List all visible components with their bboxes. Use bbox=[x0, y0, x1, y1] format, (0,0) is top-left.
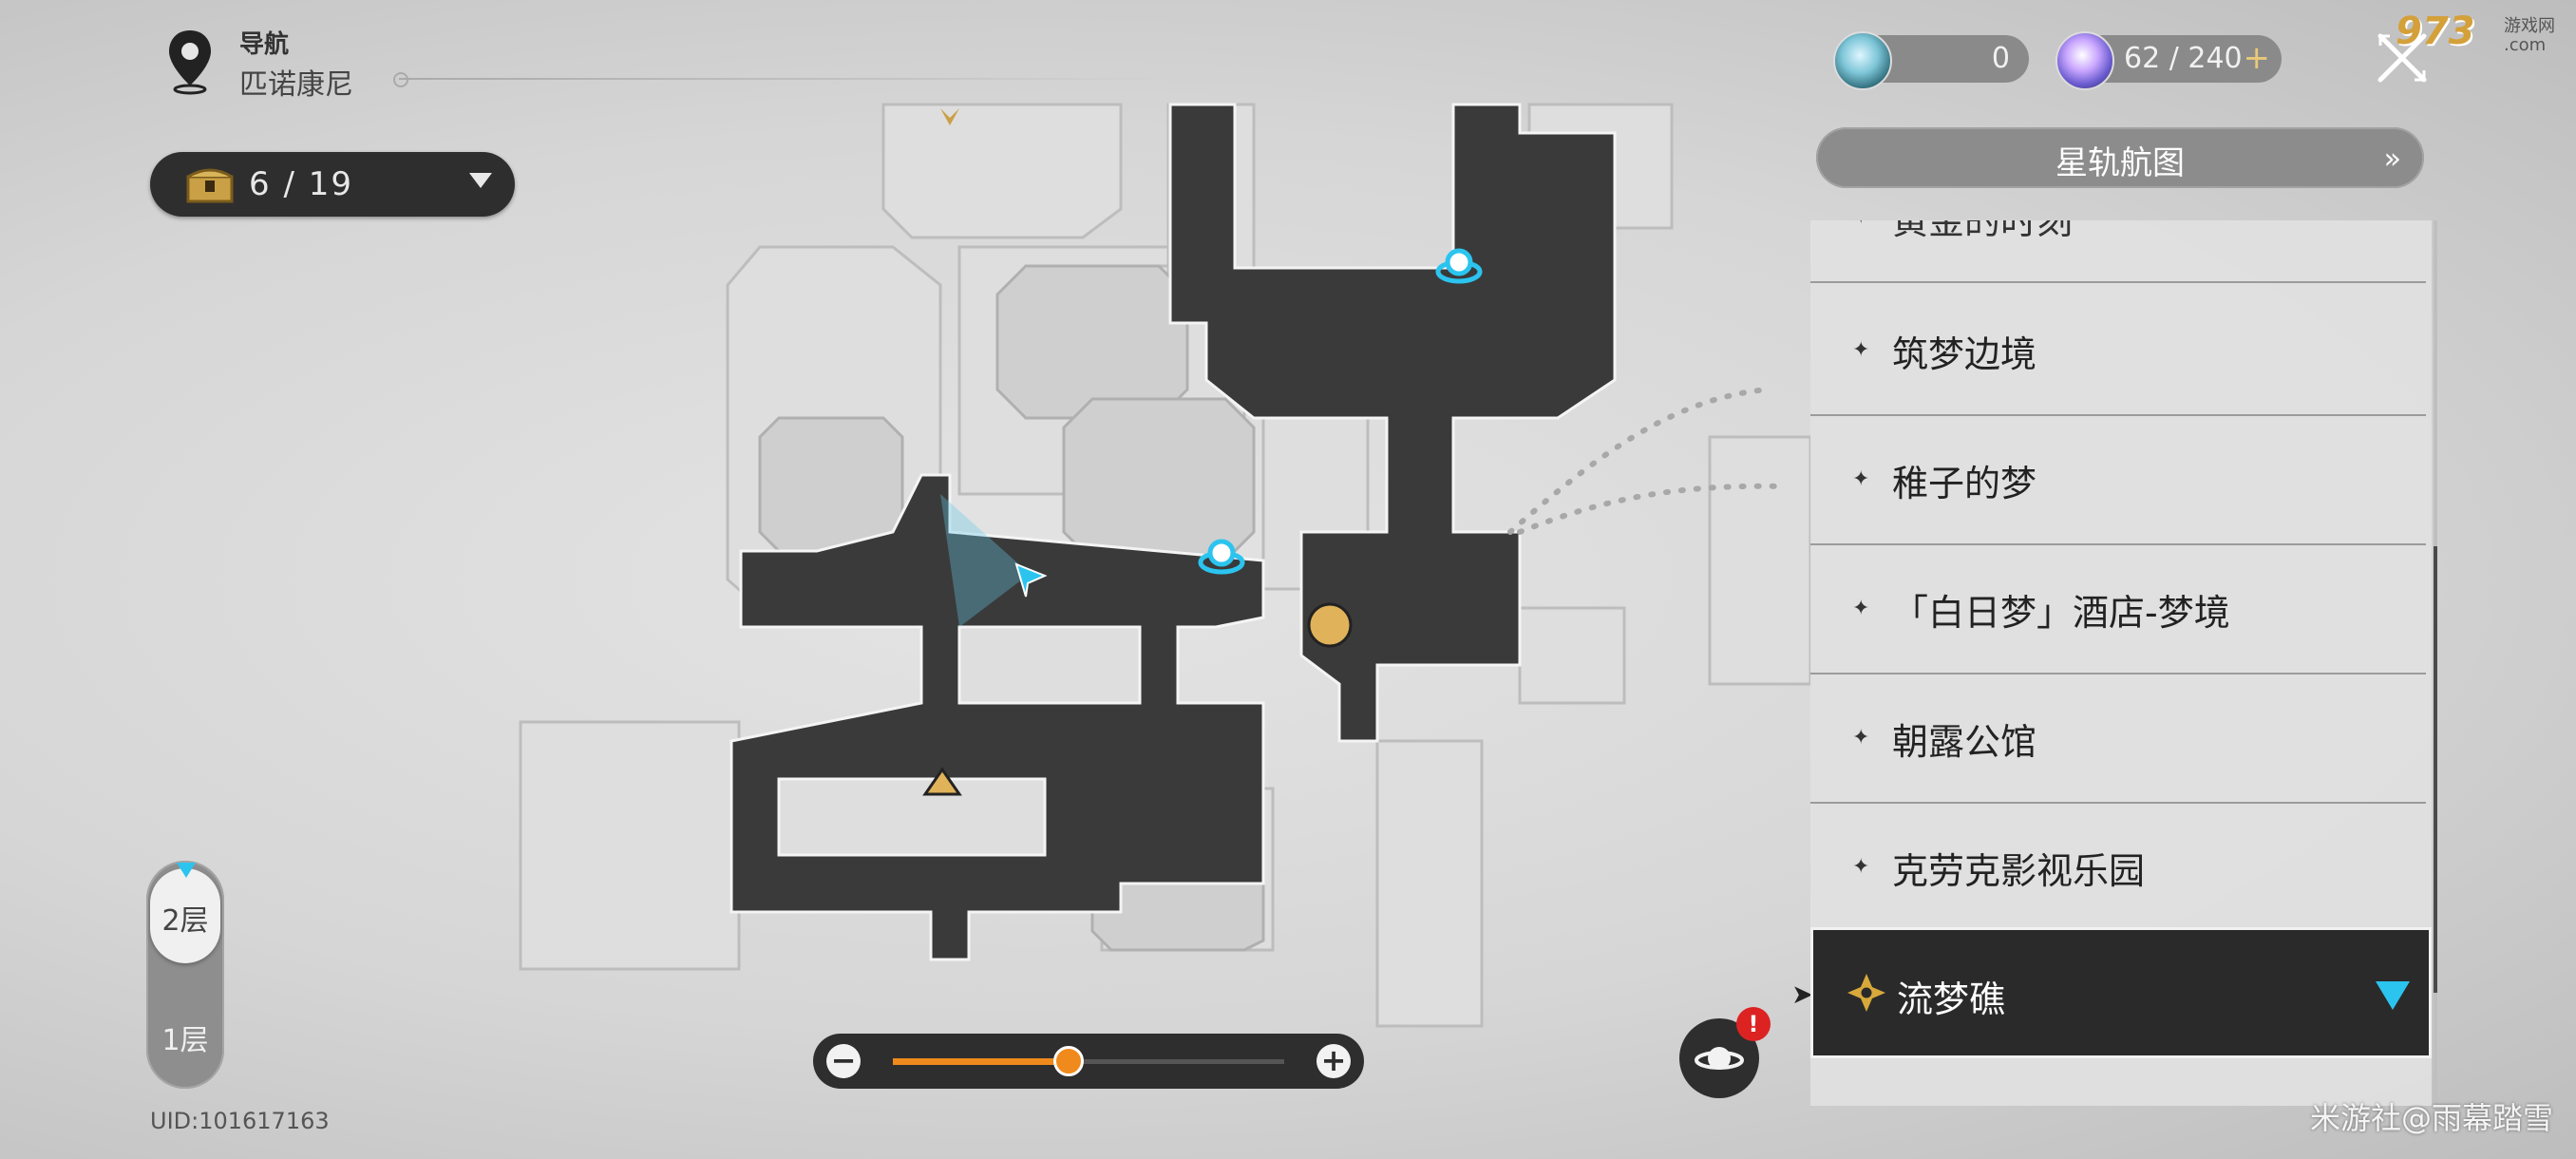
watermark-credit: 米游社@雨幕踏雪 bbox=[2310, 1100, 2554, 1136]
trailblaze-power-counter[interactable]: 62 / 240 + bbox=[2055, 31, 2282, 90]
zoom-out-button[interactable]: − bbox=[826, 1044, 861, 1078]
area-label: 筑梦边境 bbox=[1892, 333, 2037, 375]
nav-location: 匹诺康尼 bbox=[239, 68, 353, 102]
area-label: 黄金的时刻 bbox=[1892, 220, 2074, 242]
nav-progress-line bbox=[399, 78, 1178, 80]
alert-badge: ! bbox=[1736, 1007, 1771, 1041]
area-label: 流梦礁 bbox=[1897, 978, 2006, 1020]
watermark-logo-sub: 游戏网 .com bbox=[2504, 16, 2555, 55]
space-anchor-icon bbox=[1198, 248, 1483, 575]
star-icon: ✦ bbox=[1852, 467, 1870, 491]
floor-button-2[interactable]: 2层 bbox=[150, 868, 220, 963]
star-icon: ✦ bbox=[1852, 338, 1870, 362]
zoom-bar: − + bbox=[813, 1034, 1364, 1089]
star-icon: ✦ bbox=[1852, 855, 1870, 879]
nav-label: 导航 bbox=[239, 30, 290, 59]
selected-pointer-icon: ➤ bbox=[1791, 978, 1814, 1010]
double-chevron-right-icon: » bbox=[2383, 142, 2401, 176]
stellar-jade-value: 0 bbox=[1991, 42, 2010, 75]
area-label: 「白日梦」酒店-梦境 bbox=[1892, 592, 2230, 634]
add-power-button[interactable]: + bbox=[2243, 39, 2271, 77]
list-item[interactable]: ✦ 朝露公馆 bbox=[1810, 674, 2426, 804]
star-icon: ✦ bbox=[1852, 597, 1870, 620]
list-scrollbar-thumb[interactable] bbox=[2434, 546, 2437, 993]
area-label: 朝露公馆 bbox=[1892, 721, 2037, 763]
list-item[interactable]: ✦ 稚子的梦 bbox=[1810, 416, 2426, 545]
area-label: 克劳克影视乐园 bbox=[1892, 850, 2146, 892]
floor-label: 2层 bbox=[161, 904, 209, 938]
uid-label: UID:101617163 bbox=[150, 1108, 330, 1134]
location-marker-icon bbox=[2376, 981, 2410, 1010]
trailblaze-power-value: 62 / 240 bbox=[2124, 42, 2243, 75]
player-arrow-icon bbox=[1014, 562, 1048, 598]
current-floor-marker-icon bbox=[177, 863, 196, 878]
building-outline bbox=[881, 103, 1123, 239]
zoom-slider-thumb[interactable] bbox=[1053, 1046, 1085, 1076]
stellar-jade-counter: 0 bbox=[1833, 31, 2029, 90]
star-rail-map-label: 星轨航图 bbox=[2055, 144, 2185, 182]
trailblaze-power-icon bbox=[2055, 31, 2114, 90]
chevron-down-icon bbox=[469, 173, 492, 188]
list-item[interactable]: ✦ 筑梦边境 bbox=[1810, 287, 2426, 416]
floor-button-1[interactable]: 1层 bbox=[161, 1024, 209, 1057]
list-item[interactable]: ✦ 黄金的时刻 bbox=[1810, 220, 2426, 283]
golden-sigil-icon bbox=[1847, 974, 1885, 1012]
star-icon: ✦ bbox=[1852, 220, 1869, 229]
npc-quest-icon bbox=[1307, 602, 1353, 648]
list-item-selected[interactable]: 流梦礁 bbox=[1810, 927, 2432, 1058]
zoom-in-button[interactable]: + bbox=[1316, 1044, 1351, 1078]
list-item[interactable]: ✦ 「白日梦」酒店-梦境 bbox=[1810, 545, 2426, 674]
star-rail-map-button[interactable]: 星轨航图 » bbox=[1816, 127, 2424, 188]
nav-progress-dot bbox=[393, 72, 408, 87]
list-item[interactable]: ✦ 克劳克影视乐园 bbox=[1810, 804, 2426, 933]
watermark-logo: 973 bbox=[2396, 10, 2475, 53]
golden-sigil-icon bbox=[940, 108, 959, 125]
star-icon: ✦ bbox=[1852, 726, 1870, 750]
area-label: 稚子的梦 bbox=[1892, 463, 2037, 504]
treasure-chest-icon bbox=[186, 168, 234, 203]
planet-icon bbox=[1695, 1047, 1744, 1070]
zoom-fill bbox=[893, 1058, 1070, 1065]
chest-count: 6 / 19 bbox=[249, 165, 353, 203]
stellar-jade-icon bbox=[1833, 31, 1892, 90]
chest-counter-dropdown[interactable]: 6 / 19 bbox=[150, 152, 515, 217]
map-pin-icon bbox=[169, 30, 211, 95]
bell-puzzle-icon bbox=[922, 767, 962, 796]
path-north bbox=[1168, 103, 1617, 743]
zoom-track[interactable] bbox=[893, 1059, 1284, 1064]
close-icon[interactable] bbox=[2373, 28, 2432, 87]
